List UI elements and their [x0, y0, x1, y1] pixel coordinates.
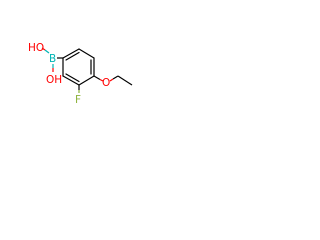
ring-double-bond [65, 73, 80, 83]
hydroxyl-label-lower: OH [46, 74, 62, 86]
carbon-carbon-bond [117, 75, 133, 86]
carbon-oxygen-bond [99, 78, 104, 82]
ring-bond [78, 75, 95, 86]
carbon-oxygen-bond [93, 75, 101, 81]
oxygen-carbon-bond [112, 75, 119, 80]
ring-bond [62, 75, 80, 86]
oxygen-carbon-bond [109, 78, 114, 82]
boron-label: B [49, 53, 56, 65]
ring-double-bond [65, 51, 80, 61]
oxygen-label: O [102, 77, 110, 89]
boron-oxygen-bond-upper [44, 49, 50, 54]
fluorine-label: F [75, 94, 81, 106]
structure-diagram: HO B OH F O [28, 42, 133, 106]
ring-bond [62, 48, 80, 59]
hydroxyl-label-upper: HO [28, 42, 44, 54]
boron-oxygen-bond-upper [41, 47, 46, 51]
ring-bond [78, 48, 95, 59]
benzene-ring [62, 48, 95, 86]
